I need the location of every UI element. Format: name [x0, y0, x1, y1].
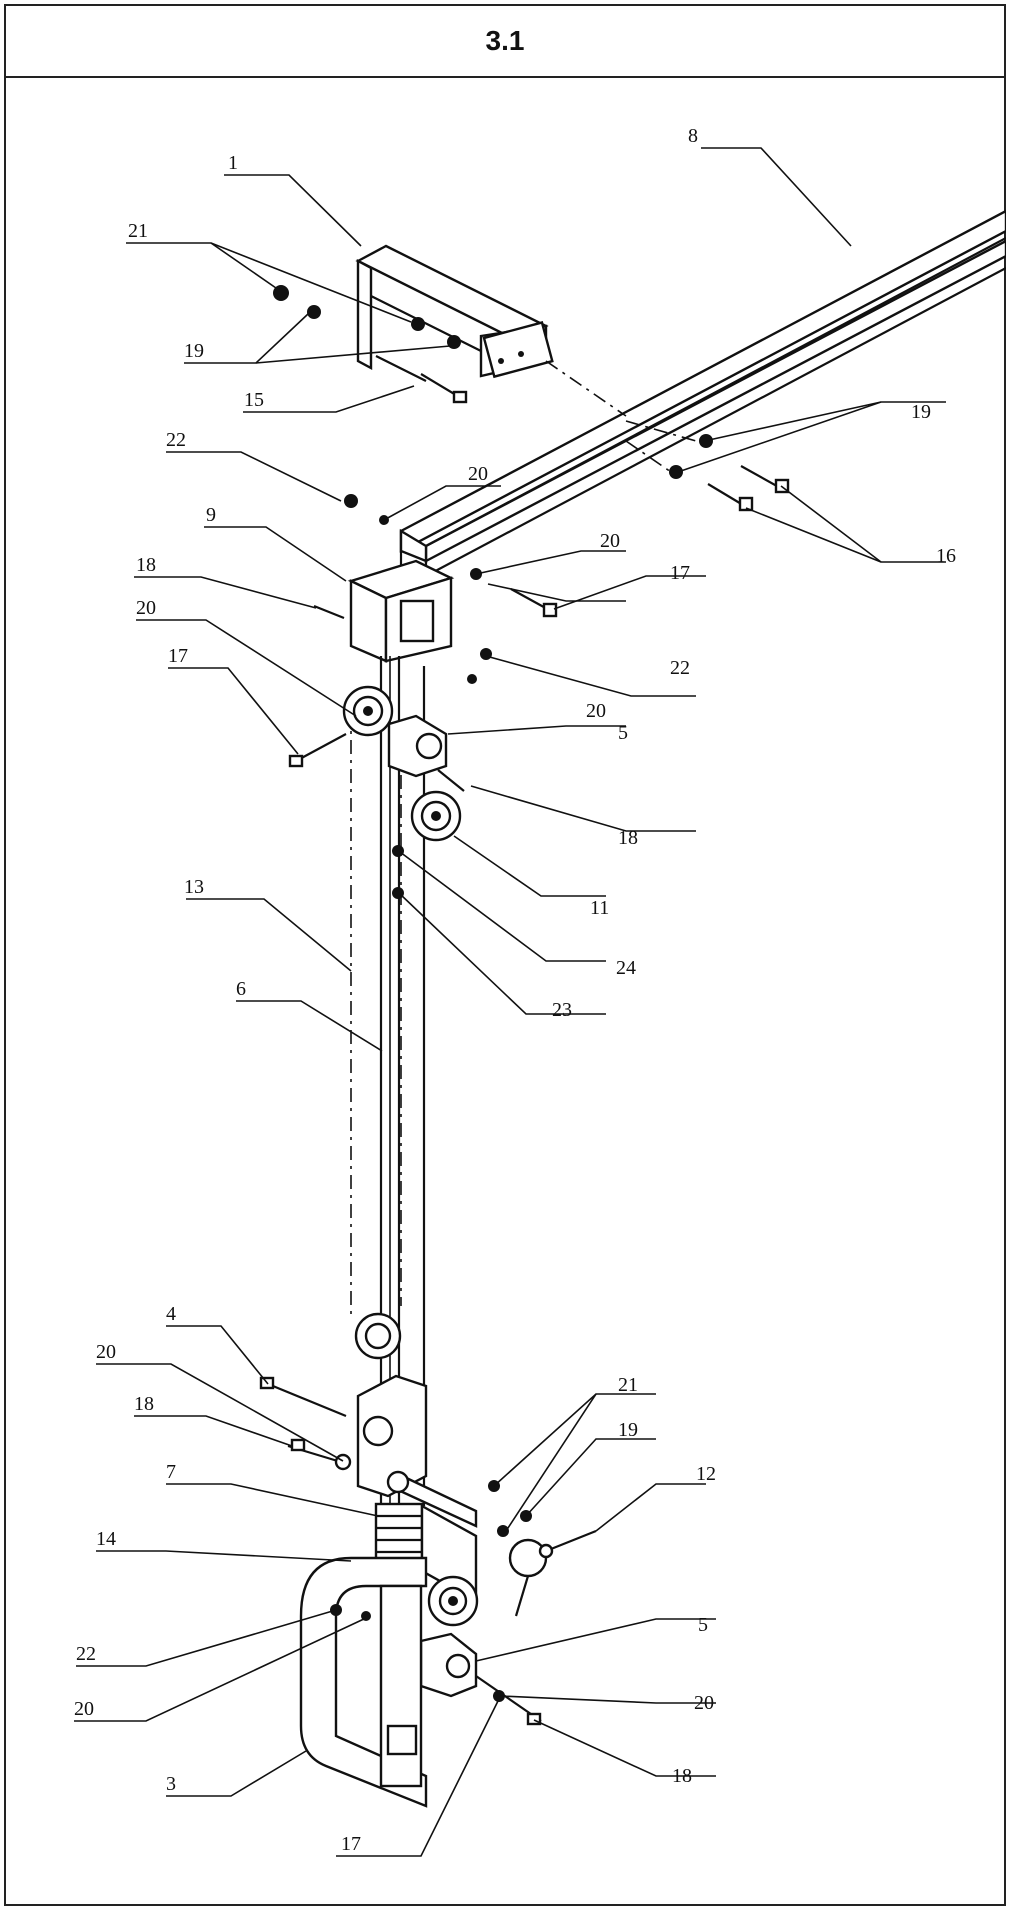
callout-22-top: 22 — [166, 429, 186, 451]
top-connector — [313, 494, 558, 684]
nut-23 — [392, 887, 404, 899]
callout-20-right: 20 — [586, 700, 606, 722]
spring-7 — [374, 1502, 424, 1566]
callout-20-lower: 20 — [74, 1698, 94, 1720]
nut-24 — [392, 845, 404, 857]
callout-12: 12 — [696, 1463, 716, 1485]
diagram-frame: 3.1 .ln{stroke:#111;stroke-width:2.2;fil… — [4, 4, 1006, 1906]
callout-13: 13 — [184, 876, 204, 898]
callout-19-lower: 19 — [618, 1419, 638, 1441]
callout-18-top: 18 — [136, 554, 156, 576]
callout-14: 14 — [96, 1528, 116, 1550]
callout-3: 3 — [166, 1773, 176, 1795]
callout-labels: 1 8 21 19 15 19 22 20 9 20 16 18 17 20 2… — [74, 125, 956, 1855]
section-number: 3.1 — [485, 25, 525, 56]
callout-21: 21 — [128, 220, 148, 242]
base-clamp-3 — [299, 1556, 428, 1808]
callout-19-top: 19 — [184, 340, 204, 362]
callout-17-bottom: 17 — [341, 1833, 361, 1855]
callout-8: 8 — [688, 125, 698, 147]
callout-24: 24 — [616, 957, 636, 979]
callout-20-top: 20 — [468, 463, 488, 485]
callout-22-lower: 22 — [76, 1643, 96, 1665]
top-pulley-left — [288, 685, 394, 768]
callout-17-left: 17 — [168, 645, 188, 667]
top-beam — [399, 209, 1006, 578]
callout-16: 16 — [936, 545, 956, 567]
knob-12 — [508, 1529, 597, 1617]
callout-1: 1 — [228, 152, 238, 174]
callout-22-right: 22 — [670, 657, 690, 679]
exploded-assembly-drawing: .ln{stroke:#111;stroke-width:2.2;fill:no… — [74, 125, 1006, 1857]
callout-9: 9 — [206, 504, 216, 526]
pulley-11 — [410, 790, 462, 842]
callout-17-top: 17 — [670, 562, 690, 584]
leader-lines — [74, 147, 946, 1857]
callout-4: 4 — [166, 1303, 176, 1325]
pulley-bracket-5-top — [387, 714, 465, 792]
callout-5-top: 5 — [618, 722, 628, 744]
callout-20-lower-left: 20 — [96, 1341, 116, 1363]
callout-18-mid: 18 — [618, 827, 638, 849]
top-bracket — [355, 244, 627, 417]
callout-23: 23 — [552, 999, 572, 1021]
bracket-fasteners — [273, 285, 468, 404]
callout-6: 6 — [236, 978, 246, 1000]
callout-7: 7 — [166, 1461, 176, 1483]
callout-20-left: 20 — [136, 597, 156, 619]
callout-15: 15 — [244, 389, 264, 411]
callout-11: 11 — [590, 897, 609, 919]
callout-19-right: 19 — [911, 401, 931, 423]
lower-pulley — [354, 1312, 402, 1360]
callout-20-connector: 20 — [600, 530, 620, 552]
section-header: 3.1 — [6, 6, 1004, 78]
lower-bracket-4 — [259, 1374, 428, 1498]
callout-20-lower-right: 20 — [694, 1692, 714, 1714]
callout-18-bottom: 18 — [672, 1765, 692, 1787]
callout-18-lower-left: 18 — [134, 1393, 154, 1415]
callout-5-bottom: 5 — [698, 1614, 708, 1636]
pulley-bracket-5-bottom — [419, 1632, 542, 1726]
lower-pulley-right — [427, 1575, 479, 1627]
pin-shaft — [287, 1438, 478, 1528]
callout-21-lower: 21 — [618, 1374, 638, 1396]
